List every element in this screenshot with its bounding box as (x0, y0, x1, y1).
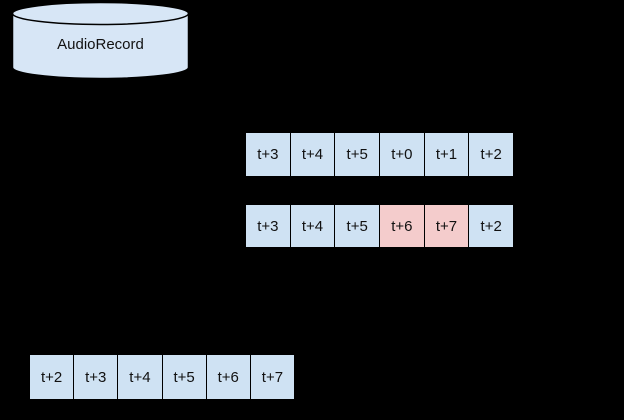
buffer-cell-tplus4: t+4 (118, 354, 163, 400)
buffer-cell-tplus5: t+5 (335, 204, 381, 248)
buffer-cell-tplus1: t+1 (424, 132, 470, 177)
buffer-cell-tplus3: t+3 (245, 132, 291, 177)
buffer-cell-tplus4: t+4 (290, 132, 336, 177)
cylinder-label: AudioRecord (57, 36, 144, 53)
buffer-cell-tplus2: t+2 (29, 354, 75, 400)
buffer-cell-tplus2: t+2 (469, 204, 515, 248)
database-cylinder-icon (11, 1, 190, 80)
buffer-cell-tplus3: t+3 (74, 354, 119, 400)
buffer-cell-tplus7: t+7 (250, 354, 296, 400)
buffer-cell-tplus3: t+3 (245, 204, 291, 248)
buffer-cell-tplus5: t+5 (335, 132, 381, 177)
buffer-cell-tplus7: t+7 (424, 204, 470, 248)
buffer-cell-tplus2: t+2 (469, 132, 515, 177)
audiorecord-cylinder: AudioRecord (11, 1, 190, 81)
buffer-cell-tplus0: t+0 (380, 132, 425, 177)
buffer-cell-tplus4: t+4 (290, 204, 336, 248)
buffer-cell-tplus6: t+6 (206, 354, 251, 400)
buffer-cell-tplus5: t+5 (162, 354, 207, 400)
buffer-cell-tplus6: t+6 (380, 204, 425, 248)
